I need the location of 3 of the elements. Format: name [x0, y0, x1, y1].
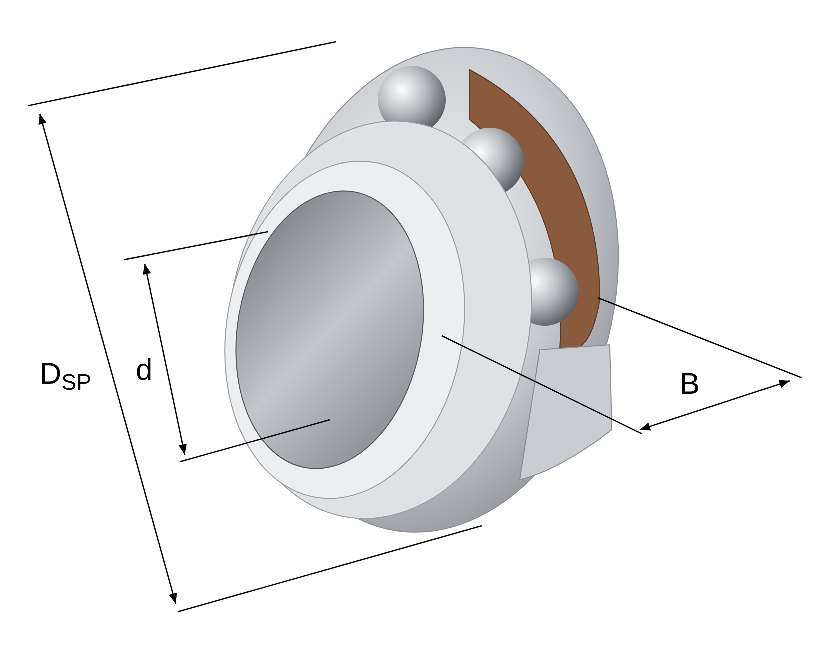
dimension-label: B — [680, 370, 700, 400]
dimension-label: d — [136, 356, 153, 386]
dimension-label: D$_{SP}$ — [40, 360, 92, 390]
